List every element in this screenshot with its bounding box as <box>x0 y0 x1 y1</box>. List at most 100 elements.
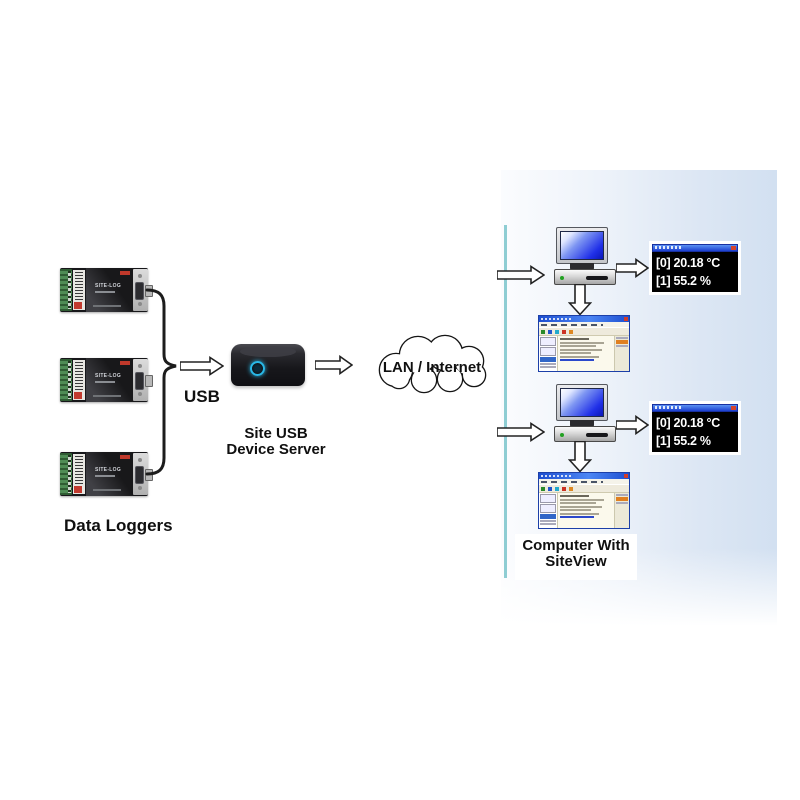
screw-icon <box>138 364 142 368</box>
logger-body: SITE-LOG <box>86 358 133 402</box>
pane-item <box>616 345 628 347</box>
arrow-server-to-cloud-icon <box>315 355 353 375</box>
computer-label: Computer With SiteView <box>515 534 637 580</box>
connector-plate <box>133 359 148 401</box>
app-titlebar <box>539 316 629 322</box>
serial-port <box>135 282 144 300</box>
arrow-down-to-siteview-icon <box>568 284 592 316</box>
monitor <box>556 227 608 264</box>
monitor-screen <box>560 231 604 260</box>
reading-display-window: [0] 20.18 °C [1] 55.2 % <box>649 241 741 295</box>
label-strip <box>73 270 85 310</box>
text-line <box>560 345 597 347</box>
sidebar-selected-item <box>540 357 556 362</box>
usb-label: USB <box>184 387 220 406</box>
screw-icon <box>138 458 142 462</box>
data-logger-3: SITE-LOG <box>60 452 153 496</box>
sidebar-thumb <box>540 347 556 356</box>
serial-port <box>135 466 144 484</box>
logger-body: SITE-LOG <box>86 452 133 496</box>
app-titlebar <box>539 473 629 479</box>
app-toolbar <box>539 484 629 493</box>
pane-item <box>616 502 628 504</box>
drive-slot <box>586 276 608 280</box>
toolbar-icon <box>541 486 545 491</box>
app-menubar <box>539 479 629 484</box>
screw-icon <box>138 302 142 306</box>
logger-model-text: SITE-LOG <box>95 283 122 289</box>
reading-screen: [0] 20.18 °C [1] 55.2 % <box>652 412 738 452</box>
data-logger-2: SITE-LOG <box>60 358 153 402</box>
server-led-button <box>250 361 265 376</box>
close-icon <box>624 474 628 478</box>
link-line <box>560 516 594 518</box>
text-line <box>560 502 597 504</box>
screw-icon <box>138 486 142 490</box>
reading-line-2: [1] 55.2 % <box>656 274 711 288</box>
toolbar-icon <box>548 486 552 491</box>
logger-subtext <box>95 475 115 477</box>
workstation-group-1: [0] 20.18 °C [1] 55.2 % <box>497 227 747 377</box>
toolbar-icon <box>555 486 559 491</box>
logger-subtext <box>95 291 115 293</box>
computer-label-line2: SiteView <box>545 553 607 570</box>
siteview-app-thumbnail <box>538 472 630 529</box>
sidebar-item <box>540 520 556 522</box>
toolbar-icon <box>548 329 552 334</box>
logger-body: SITE-LOG <box>86 268 133 312</box>
close-icon <box>731 246 736 250</box>
computer-case <box>554 269 616 285</box>
brand-logo <box>120 361 130 365</box>
lan-internet-cloud: LAN / Internet <box>378 334 487 394</box>
reading-window-titlebar <box>652 404 738 412</box>
text-line <box>560 341 605 344</box>
sidebar-item <box>540 523 556 525</box>
text-line <box>560 505 602 508</box>
logger-foottext <box>93 489 121 491</box>
server-label-line1: Site USB <box>244 425 308 442</box>
app-sidebar <box>539 493 558 528</box>
sidebar-thumb <box>540 494 556 503</box>
power-led <box>560 433 564 437</box>
pane-highlight <box>616 340 628 344</box>
arrow-network-to-pc-icon <box>497 422 545 442</box>
app-right-pane <box>614 336 629 371</box>
logger-model-text: SITE-LOG <box>95 373 122 379</box>
terminal-block <box>60 269 72 311</box>
sidebar-item <box>540 363 556 365</box>
link-line <box>560 359 594 361</box>
sidebar-item <box>540 366 556 368</box>
text-line <box>560 355 599 358</box>
label-strip <box>73 360 85 400</box>
computer-case <box>554 426 616 442</box>
serial-port <box>135 372 144 390</box>
toolbar-icon <box>541 329 545 334</box>
cloud-label: LAN / Internet <box>383 359 481 376</box>
reading-screen: [0] 20.18 °C [1] 55.2 % <box>652 252 738 292</box>
app-content <box>558 336 614 371</box>
text-line <box>560 498 605 501</box>
monitor <box>556 384 608 421</box>
workstation-group-2: [0] 20.18 °C [1] 55.2 % <box>497 384 747 534</box>
pane-highlight <box>616 497 628 501</box>
reading-display-window: [0] 20.18 °C [1] 55.2 % <box>649 401 741 455</box>
usb-device-server <box>231 344 305 386</box>
text-line <box>560 352 592 354</box>
toolbar-icon <box>555 329 559 334</box>
app-body <box>539 336 629 371</box>
toolbar-icon <box>569 329 573 334</box>
toolbar-icon <box>562 329 566 334</box>
screw-icon <box>138 274 142 278</box>
sidebar-selected-item <box>540 514 556 519</box>
text-line <box>560 512 599 515</box>
pane-item <box>616 494 628 496</box>
sidebar-thumb <box>540 504 556 513</box>
reading-line-1: [0] 20.18 °C <box>656 416 720 430</box>
logger-model-text: SITE-LOG <box>95 467 122 473</box>
logger-subtext <box>95 381 115 383</box>
sidebar-thumb <box>540 337 556 346</box>
connector-plate <box>133 453 148 495</box>
brand-logo <box>120 271 130 275</box>
toolbar-icon <box>562 486 566 491</box>
